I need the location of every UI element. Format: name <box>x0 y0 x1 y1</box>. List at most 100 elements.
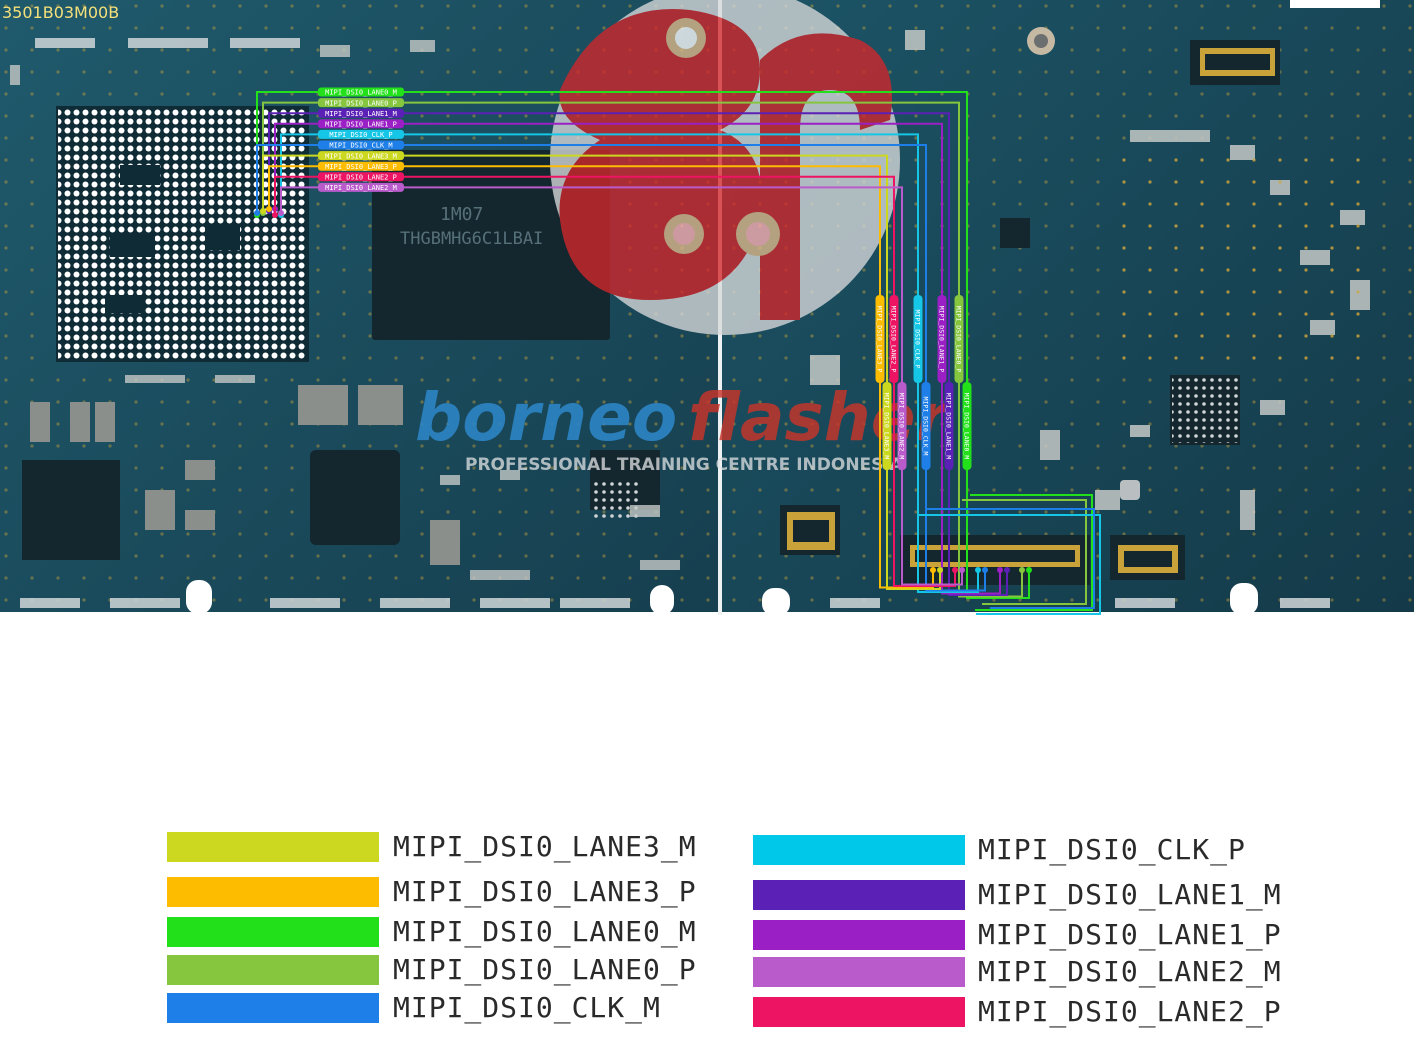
signal-tag-bg <box>318 172 404 182</box>
signal-tag-bg <box>318 129 404 139</box>
signal-trace <box>886 500 941 590</box>
signal-tag-label: MIPI_DSI0_LANE0_M <box>963 393 971 460</box>
cpu-pin-marker <box>260 208 266 214</box>
legend-label: MIPI_DSI0_LANE2_M <box>978 955 1282 988</box>
signal-tag-bg <box>962 382 972 470</box>
signal-tag-bg <box>318 98 404 108</box>
legend-swatch <box>167 877 379 907</box>
signal-trace <box>901 500 963 586</box>
cpu-pin-marker <box>278 210 284 216</box>
legend-swatch <box>753 880 965 910</box>
signal-tag-label: MIPI_DSI0_CLK_P <box>329 131 392 139</box>
signal-tag-bg <box>937 295 947 383</box>
watermark-brand-a: borneo <box>415 379 677 456</box>
signal-tag-label: MIPI_DSI0_LANE2_M <box>898 393 906 460</box>
legend-label: MIPI_DSI0_LANE1_M <box>978 878 1282 911</box>
legend-label: MIPI_DSI0_LANE3_P <box>393 875 697 908</box>
legend-label: MIPI_DSI0_LANE0_P <box>393 953 697 986</box>
signal-tag-bg <box>875 295 885 383</box>
connector-pin-marker <box>982 567 988 573</box>
watermark-brand-b: flasher <box>688 379 952 456</box>
legend-swatch <box>753 997 965 1027</box>
signal-tag-label: MIPI_DSI0_LANE1_M <box>325 110 397 118</box>
signal-tag-label: MIPI_DSI0_LANE1_M <box>945 393 953 460</box>
connector-side-signal-labels: MIPI_DSI0_LANE3_P MIPI_DSI0_LANE3_M MIPI_D… <box>875 295 972 470</box>
connector-pin-marker <box>1026 567 1032 573</box>
signal-trace <box>262 154 888 500</box>
signal-tag-bg <box>318 182 404 192</box>
legend-swatch <box>753 957 965 987</box>
watermark-tagline: PROFESSIONAL TRAINING CENTRE INDONESIA <box>465 455 904 475</box>
signal-tag-label: MIPI_DSI0_LANE3_M <box>883 393 891 460</box>
signal-tag-bg <box>318 108 404 118</box>
signal-tag-bg <box>921 382 931 470</box>
cpu-pin-marker <box>272 212 278 218</box>
signal-trace <box>958 506 1023 598</box>
cpu-side-signal-labels: MIPI_DSI0_LANE0_M MIPI_DSI0_LANE0_P MIPI_D… <box>318 87 404 192</box>
signal-tag-bg <box>318 87 404 97</box>
board-code: 3501B03M00B <box>2 3 119 22</box>
emmc-marking-2: THGBMHG6C1LBAI <box>400 229 543 249</box>
legend-label: MIPI_DSI0_LANE0_M <box>393 915 697 948</box>
cpu-pin-marker <box>266 206 272 212</box>
signal-tag-label: MIPI_DSI0_LANE3_P <box>325 163 397 171</box>
signal-trace <box>268 112 950 512</box>
legend-swatch <box>753 920 965 950</box>
signal-trace <box>941 500 1001 595</box>
signal-tag-label: MIPI_DSI0_LANE1_P <box>938 306 946 373</box>
connector-pin-marker <box>975 567 981 573</box>
legend-swatch <box>167 955 379 985</box>
emmc-marking-1: 1M07 <box>440 204 483 225</box>
signal-tag-label: MIPI_DSI0_LANE2_P <box>325 174 397 182</box>
signal-tag-label: MIPI_DSI0_LANE0_M <box>325 89 397 97</box>
watermark-logo <box>550 0 900 335</box>
connector-pin-marker <box>952 567 958 573</box>
signal-tag-label: MIPI_DSI0_LANE3_M <box>325 152 397 160</box>
legend-label: MIPI_DSI0_CLK_P <box>978 833 1246 866</box>
pcb-board-photo: 1M07 THGBMHG6C1LBAI 3501B03M00B <box>0 0 1414 615</box>
signal-tag-bg <box>882 382 892 470</box>
signal-trace <box>948 512 1008 596</box>
signal-tag-bg <box>897 382 907 470</box>
signal-tag-label: MIPI_DSI0_CLK_P <box>914 310 922 369</box>
signal-tag-bg <box>318 161 404 171</box>
signal-tag-label: MIPI_DSI0_LANE0_P <box>325 99 397 107</box>
cpu-pin-marker <box>254 210 260 216</box>
legend-label: MIPI_DSI0_LANE3_M <box>393 830 697 863</box>
signal-trace <box>893 512 956 587</box>
signal-trace <box>925 512 986 592</box>
connector-pin-marker <box>959 567 965 573</box>
signal-tag-bg <box>318 119 404 129</box>
signal-trace <box>962 499 1087 605</box>
legend-swatch <box>753 835 965 865</box>
signal-tag-bg <box>944 382 954 470</box>
signal-trace <box>966 500 1030 599</box>
signal-trace <box>917 506 979 593</box>
signal-tag-bg <box>954 295 964 383</box>
signal-tag-label: MIPI_DSI0_LANE2_P <box>890 306 898 373</box>
signal-tag-bg <box>889 295 899 383</box>
signal-tag-bg <box>318 151 404 161</box>
signal-trace <box>926 508 1095 609</box>
connector-pin-marker <box>997 567 1003 573</box>
legend-label: MIPI_DSI0_CLK_M <box>393 991 661 1024</box>
legend-label: MIPI_DSI0_LANE2_P <box>978 995 1282 1028</box>
signal-tag-bg <box>913 295 923 383</box>
signal-trace <box>280 186 903 500</box>
signal-tag-label: MIPI_DSI0_LANE2_M <box>325 184 397 192</box>
signal-tag-label: MIPI_DSI0_LANE3_P <box>876 306 884 373</box>
signal-trace <box>918 514 1101 615</box>
legend-swatch <box>167 832 379 862</box>
connector-pin-marker <box>930 567 936 573</box>
legend-label: MIPI_DSI0_LANE1_P <box>978 918 1282 951</box>
connector-pin-marker <box>1019 567 1025 573</box>
signal-tag-label: MIPI_DSI0_LANE0_P <box>955 306 963 373</box>
connector-pin-marker <box>937 567 943 573</box>
signal-tag-label: MIPI_DSI0_CLK_M <box>329 142 392 150</box>
signal-trace <box>879 506 934 589</box>
legend-swatch <box>167 917 379 947</box>
emmc-chip <box>372 150 610 340</box>
connector-pin-marker <box>1004 567 1010 573</box>
legend-swatch <box>167 993 379 1023</box>
signal-tag-label: MIPI_DSI0_LANE1_P <box>325 121 397 129</box>
